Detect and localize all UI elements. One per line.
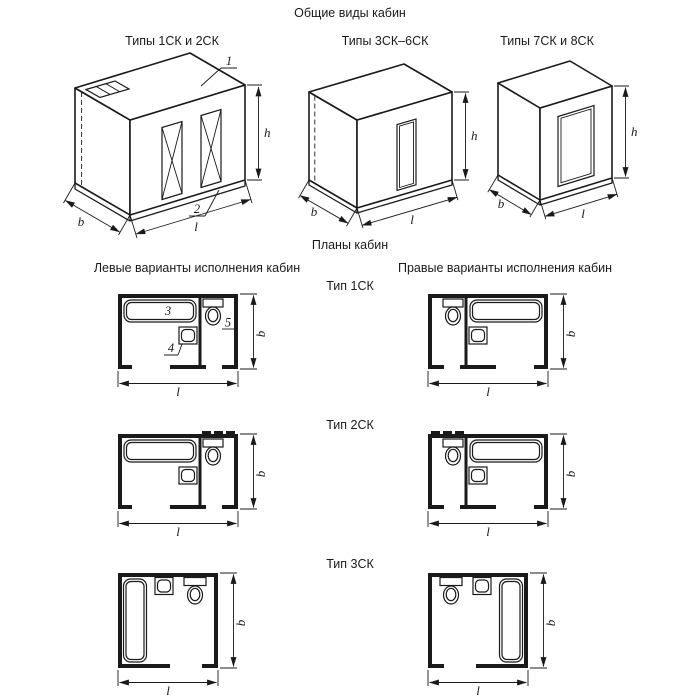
plan-2sk-right [413,430,578,542]
callout-4-label: 4 [168,341,174,355]
door-opening-2 [200,108,222,189]
plan-3sk-right [426,571,578,698]
cabin-top-face [308,63,453,121]
dimension-b: b [63,182,131,236]
dimension-l: l [356,179,459,229]
roof-vent-unit [84,80,131,99]
iso-label-types-7-8: Типы 7СК и 8СК [500,34,594,48]
cabin-box [308,63,453,214]
section-type-3sk: Тип 3СК [326,557,374,571]
dimension-h: h [454,91,478,181]
callout-1-label: 1 [226,54,232,68]
dimension-h: h [614,85,638,179]
plans-title: Планы кабин [311,238,389,252]
cabin-top-face [497,60,613,109]
iso-view-types-1sk-2sk: 1 2 h b l [63,52,271,239]
door-opening [557,104,595,188]
callout-2-label: 2 [194,202,200,216]
dimension-b-label: b [311,204,318,219]
dimension-h-label: h [631,124,638,139]
left-variants-label: Левые варианты исполнения кабин [93,261,301,275]
door-opening-1 [161,120,183,201]
dimension-l: l [129,179,253,239]
section-type-2sk: Тип 2СК [326,418,374,432]
cabin-box [497,60,613,206]
dimension-l-label: l [194,219,198,234]
plan-3sk-left [116,571,268,698]
dimension-l-label: l [581,206,585,221]
iso-label-types-3-6: Типы 3СК–6СК [341,34,429,48]
callout-5-label: 5 [225,316,231,330]
callout-5: 5 [222,316,234,330]
dimension-h: h [247,84,271,181]
dimension-b-label: b [498,196,505,211]
callout-4: 4 [164,341,183,356]
dimension-b: b [298,179,358,227]
page-title: Общие виды кабин [294,6,406,20]
iso-view-types-7sk-8sk: h b l [487,60,638,221]
cabin-top-face [74,52,246,121]
plan-1sk-right [426,292,578,402]
iso-view-types-3sk-6sk: h b l [298,63,478,229]
door-opening [396,118,417,192]
plan-2sk-left [103,430,268,542]
callout-3-label: 3 [164,304,171,318]
dimension-b-label: b [78,214,85,229]
dimension-b: b [487,174,541,218]
plan-1sk-left: 3 4 5 [116,292,268,402]
iso-label-types-1-2: Типы 1СК и 2СК [125,34,219,48]
callout-1: 1 [200,54,237,87]
dimension-l-label: l [410,212,414,227]
dimension-h-label: h [264,125,271,140]
dimension-l: l [539,177,619,221]
right-variants-label: Правые варианты исполнения кабин [397,261,613,275]
section-type-1sk: Тип 1СК [326,279,374,293]
dimension-h-label: h [471,128,478,143]
